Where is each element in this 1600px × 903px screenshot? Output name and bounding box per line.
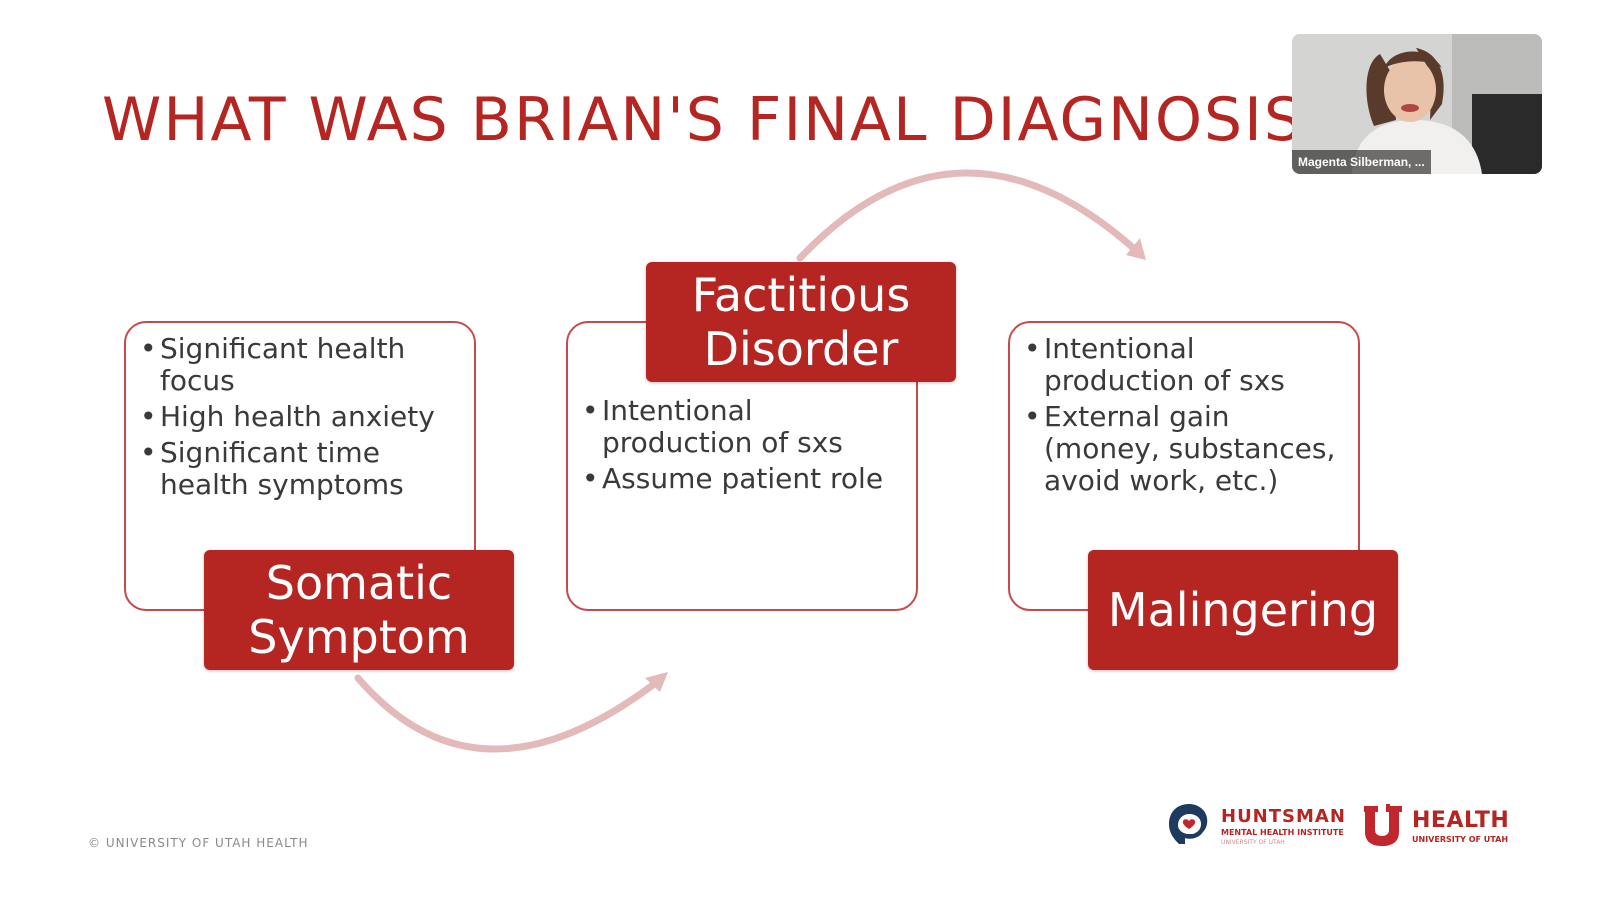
participant-video-tile[interactable]: Magenta Silberman, ...	[1292, 34, 1542, 174]
malingering-label: Malingering	[1088, 550, 1398, 670]
arrowhead-factitious-to-malingering	[1126, 238, 1146, 260]
arrowhead-somatic-to-factitious	[645, 672, 668, 692]
bullet-item: High health anxiety	[140, 401, 460, 434]
participant-name-tag: Magenta Silberman, ...	[1292, 150, 1431, 174]
huntsman-logo: HUNTSMAN MENTAL HEALTH INSTITUTE UNIVERS…	[1165, 800, 1345, 850]
uhealth-subtitle: UNIVERSITY OF UTAH	[1412, 835, 1509, 844]
somatic-symptom-label: Somatic Symptom	[204, 550, 514, 670]
huntsman-head-heart-icon	[1169, 804, 1208, 844]
bullet-item: Significant time health symptoms	[140, 437, 460, 501]
huntsman-title: HUNTSMAN	[1221, 806, 1346, 827]
bullet-item: External gain (money, substances, avoid …	[1024, 401, 1349, 497]
bullet-item: Significant health focus	[140, 333, 460, 397]
factitious-disorder-bullets: Intentional production of sxs Assume pat…	[582, 395, 902, 499]
block-u-icon	[1364, 804, 1402, 846]
arrow-somatic-to-factitious	[354, 674, 666, 753]
bullet-item: Assume patient role	[582, 463, 902, 496]
bullet-item: Intentional production of sxs	[582, 395, 902, 459]
university-of-utah-health-logo: HEALTH UNIVERSITY OF UTAH	[1362, 802, 1512, 850]
factitious-disorder-label: Factitious Disorder	[646, 262, 956, 382]
arrow-factitious-to-malingering	[796, 169, 1144, 262]
factitious-disorder-label-text: Factitious Disorder	[691, 268, 911, 376]
somatic-symptom-bullets: Significant health focus High health anx…	[140, 333, 460, 505]
somatic-symptom-label-text: Somatic Symptom	[248, 556, 470, 664]
bullet-item: Intentional production of sxs	[1024, 333, 1349, 397]
malingering-bullets: Intentional production of sxs External g…	[1024, 333, 1349, 501]
slide-title: WHAT WAS BRIAN'S FINAL DIAGNOSIS(	[102, 85, 1302, 155]
copyright-text: © UNIVERSITY OF UTAH HEALTH	[88, 836, 309, 850]
huntsman-university: UNIVERSITY OF UTAH	[1221, 839, 1285, 846]
uhealth-title: HEALTH	[1412, 808, 1510, 833]
huntsman-subtitle: MENTAL HEALTH INSTITUTE	[1221, 828, 1344, 837]
malingering-label-text: Malingering	[1107, 583, 1379, 637]
